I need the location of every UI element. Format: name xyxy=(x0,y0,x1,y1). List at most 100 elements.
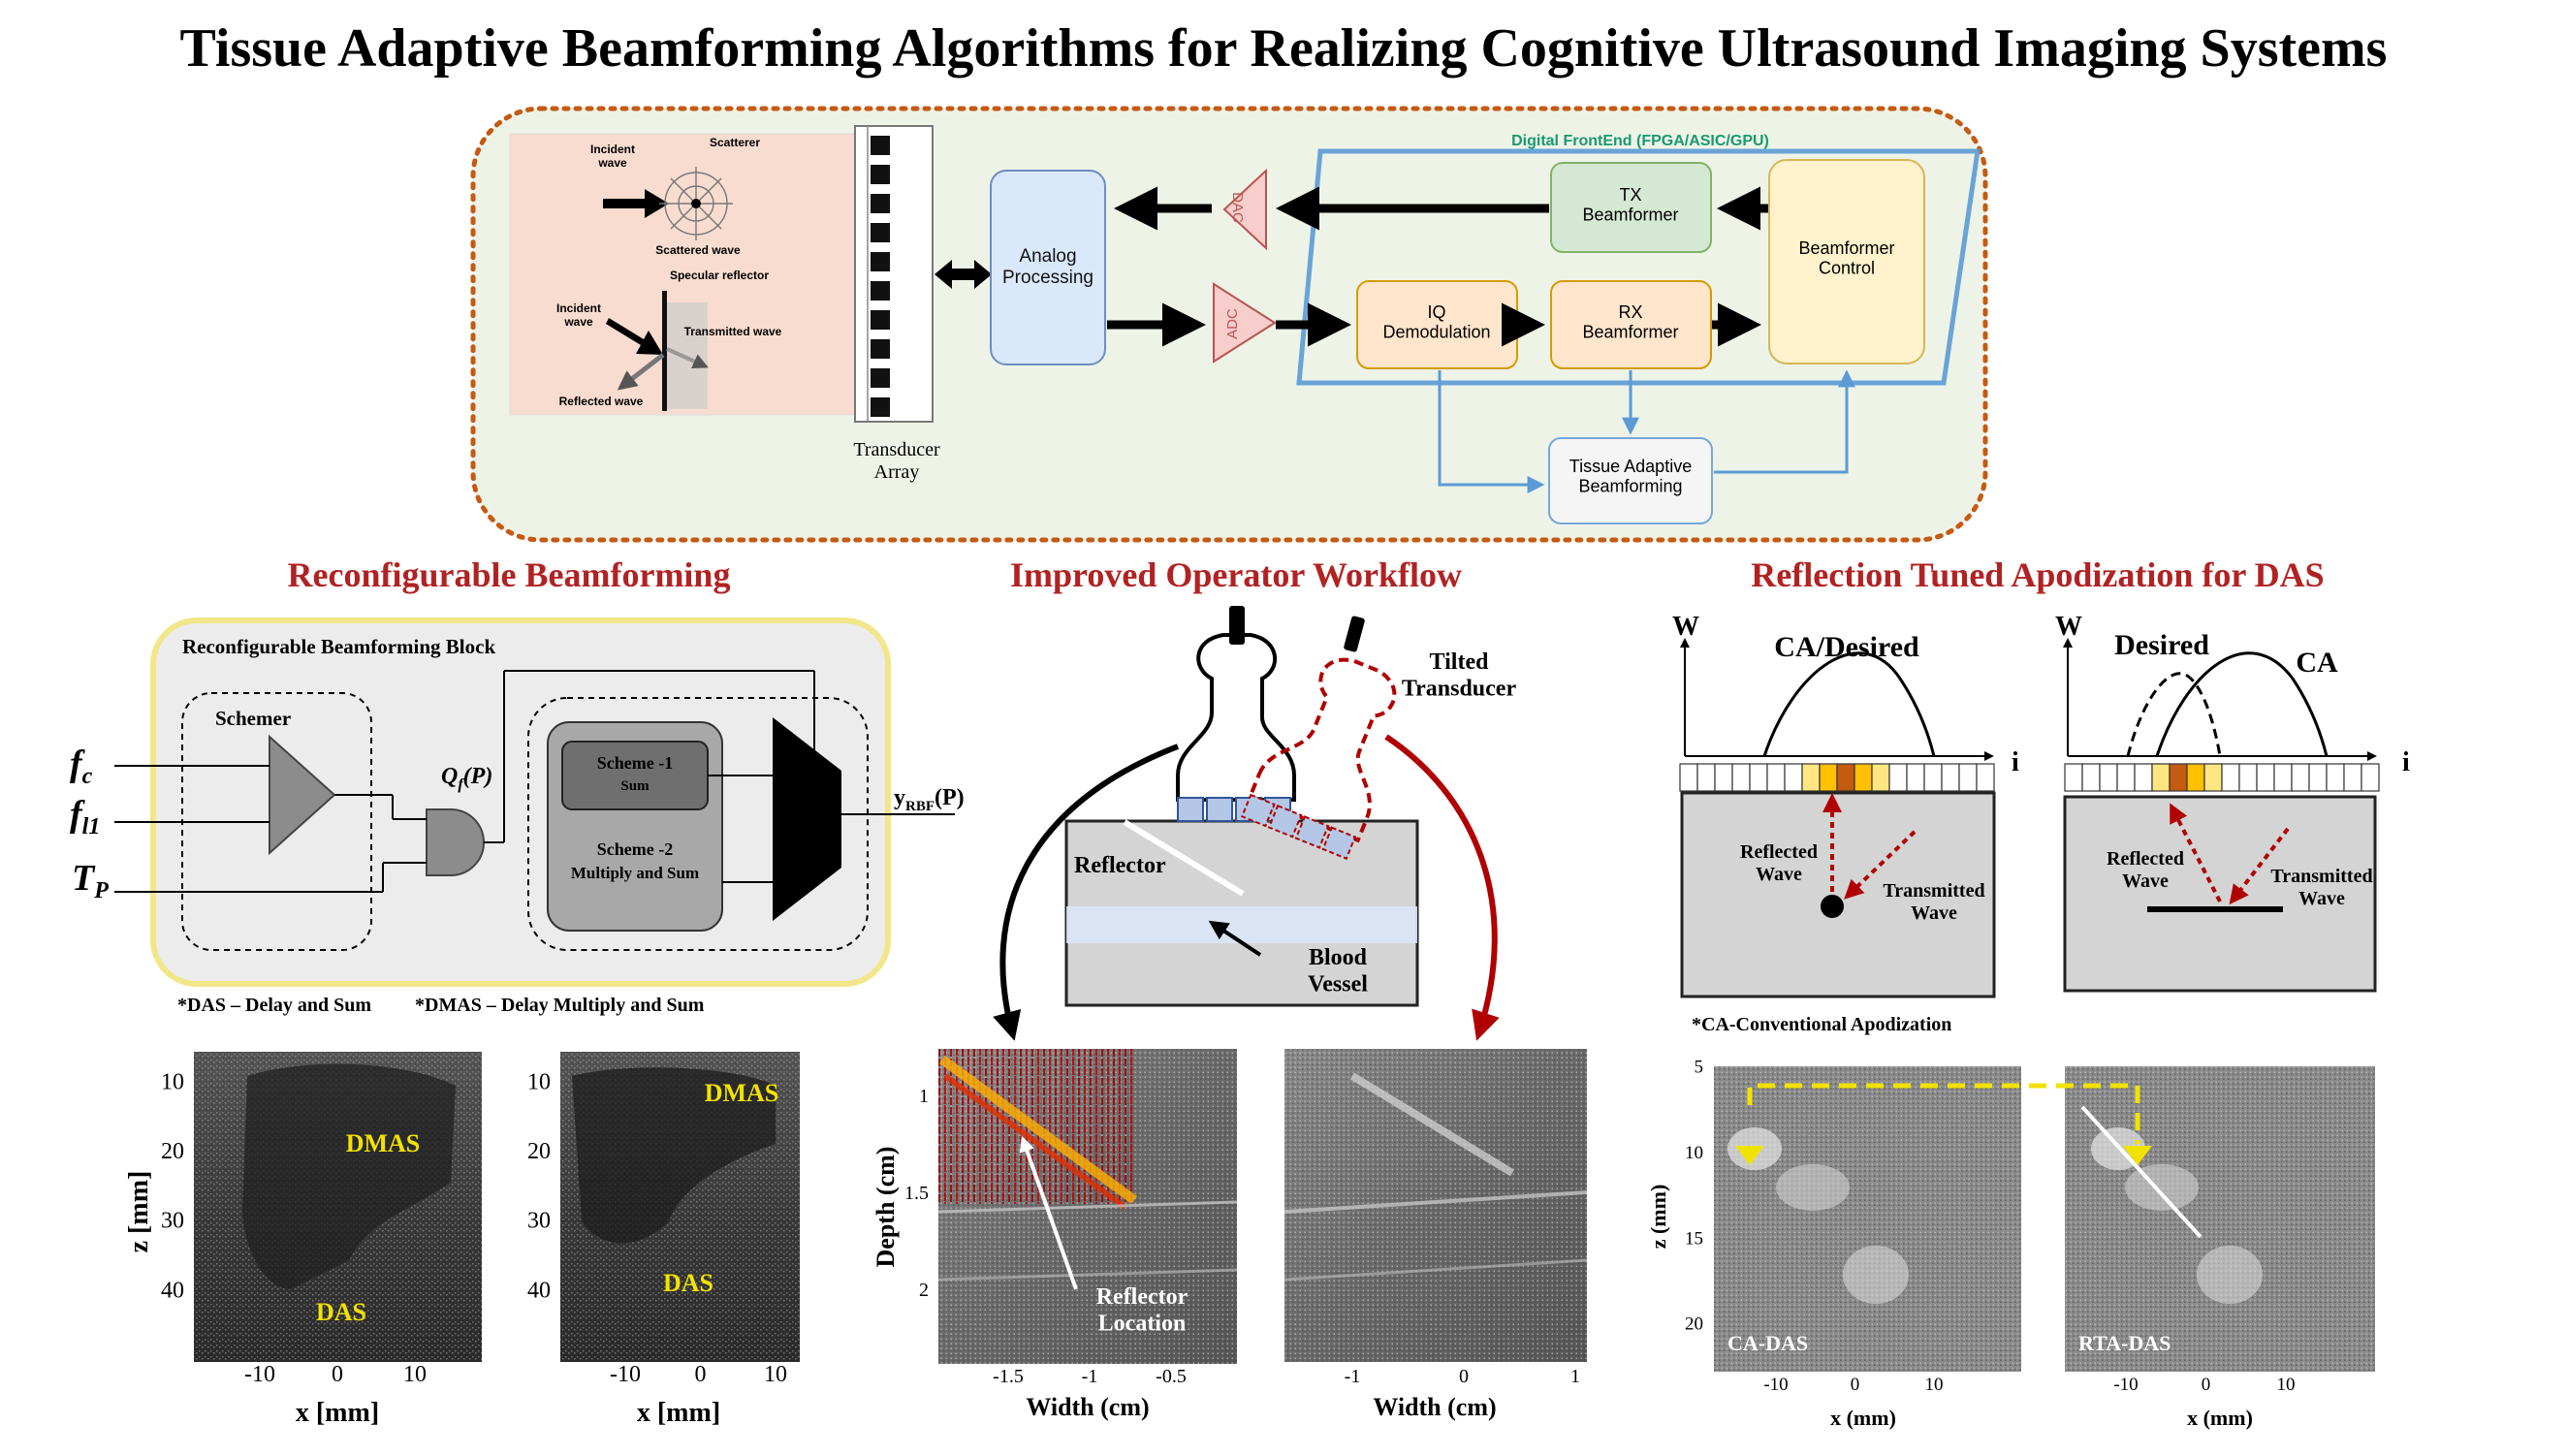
block-title: Reconfigurable Beamforming Block xyxy=(182,635,495,658)
output-label: y xyxy=(894,785,905,810)
transducer-element xyxy=(871,339,890,359)
schemer-label: Schemer xyxy=(215,707,291,730)
apodization-cell xyxy=(1784,763,1803,792)
plot2-label-dmas: DMAS xyxy=(705,1079,779,1107)
x-tick-label: 0 xyxy=(332,1362,343,1387)
input-tp-sub: P xyxy=(93,878,109,903)
incident-arrow-icon xyxy=(603,189,669,218)
specular-reflector-bar xyxy=(662,291,667,411)
rta-right-w: W xyxy=(2055,612,2082,642)
apodization-cell xyxy=(1714,763,1733,792)
apodization-cell xyxy=(2134,763,2153,792)
apodization-cell xyxy=(1836,763,1855,792)
scheme2-title: Scheme -2 xyxy=(597,839,673,859)
input-fc: f xyxy=(70,744,85,784)
svg-text:TP: TP xyxy=(72,858,109,903)
apodization-cell xyxy=(1958,763,1978,792)
apodization-cell xyxy=(2326,763,2345,792)
rta-left-i: i xyxy=(2012,747,2019,777)
x-tick-label: -1 xyxy=(1082,1366,1098,1387)
rta-right-desired: Desired xyxy=(2114,629,2209,661)
rta-plot1-xlabel: x (mm) xyxy=(1830,1406,1896,1430)
y-tick-label: 1.5 xyxy=(904,1183,929,1204)
x-tick-label: 10 xyxy=(403,1362,427,1387)
adc-triangle xyxy=(1213,282,1277,364)
apodization-cell xyxy=(2308,763,2328,792)
apodization-cell xyxy=(2064,763,2083,792)
apodization-cell xyxy=(2343,763,2362,792)
heading-rta: Reflection Tuned Apodization for DAS xyxy=(1751,555,2324,594)
straight-probe xyxy=(1176,633,1296,802)
svg-text:yRBF(P): yRBF(P) xyxy=(894,785,965,814)
y-tick-label: 15 xyxy=(1685,1228,1703,1249)
probe-element xyxy=(1206,797,1233,822)
qf-arg: (P) xyxy=(463,764,493,789)
heading-workflow: Improved Operator Workflow xyxy=(1010,555,1462,594)
apodization-cell xyxy=(2186,763,2205,792)
apodization-cell xyxy=(1731,763,1751,792)
x-tick-label: 1 xyxy=(1570,1366,1580,1387)
y-tick-label: 20 xyxy=(161,1139,184,1164)
apodization-cell xyxy=(1696,763,1716,792)
apodization-cell xyxy=(2169,763,2188,792)
workflow-plot1-ylabel: Depth (cm) xyxy=(872,1147,900,1268)
transducer-element xyxy=(871,310,890,330)
transducer-element xyxy=(871,397,890,417)
digital-frontend-label: Digital FrontEnd (FPGA/ASIC/GPU) xyxy=(1511,133,1769,149)
transducer-element xyxy=(871,368,890,388)
y-tick-label: 10 xyxy=(1685,1143,1703,1163)
y-tick-label: 2 xyxy=(919,1280,929,1301)
reflected-wave-label: Reflected wave xyxy=(559,395,644,408)
apodization-cell xyxy=(1766,763,1786,792)
apodization-cell xyxy=(2099,763,2118,792)
rta-plot1-label: CA-DAS xyxy=(1727,1331,1808,1355)
svg-text:fc: fc xyxy=(70,744,93,789)
rta-right-ca: CA xyxy=(2296,647,2338,679)
transducer-element xyxy=(871,136,890,155)
mux-block xyxy=(773,717,841,921)
dac-label: DAC xyxy=(1229,192,1246,223)
incident-arrow-2-icon xyxy=(606,318,663,355)
footnote-das: *DAS – Delay and Sum xyxy=(177,995,371,1016)
y-tick-label: 10 xyxy=(161,1069,184,1094)
input-fl1-sub: l1 xyxy=(82,814,101,839)
point-scatterer xyxy=(1821,895,1844,918)
scheme1-title: Scheme -1 xyxy=(597,753,673,773)
transducer-element xyxy=(871,223,890,242)
y-tick-label: 1 xyxy=(919,1086,929,1107)
qf-label: Q xyxy=(441,764,458,789)
scatterer-label: Scatterer xyxy=(710,136,760,149)
probe-element xyxy=(1177,797,1204,822)
apodization-cell xyxy=(1906,763,1925,792)
y-tick-label: 20 xyxy=(527,1139,551,1164)
svg-text:Qf(P): Qf(P) xyxy=(441,764,492,793)
input-fc-sub: c xyxy=(82,764,93,789)
apodization-cell xyxy=(1854,763,1873,792)
rta-left-w: W xyxy=(1672,612,1699,642)
tilted-probe-element xyxy=(1267,804,1303,839)
x-tick-label: -10 xyxy=(1763,1375,1788,1395)
apodization-cell xyxy=(2238,763,2258,792)
apodization-cell xyxy=(1819,763,1838,792)
output-sub: RBF xyxy=(905,799,935,814)
x-tick-label: -0.5 xyxy=(1156,1366,1187,1387)
x-tick-label: 10 xyxy=(764,1362,787,1387)
rta-plot2-label: RTA-DAS xyxy=(2078,1331,2171,1355)
svg-text:fl1: fl1 xyxy=(70,794,100,839)
y-tick-label: 10 xyxy=(527,1069,551,1094)
